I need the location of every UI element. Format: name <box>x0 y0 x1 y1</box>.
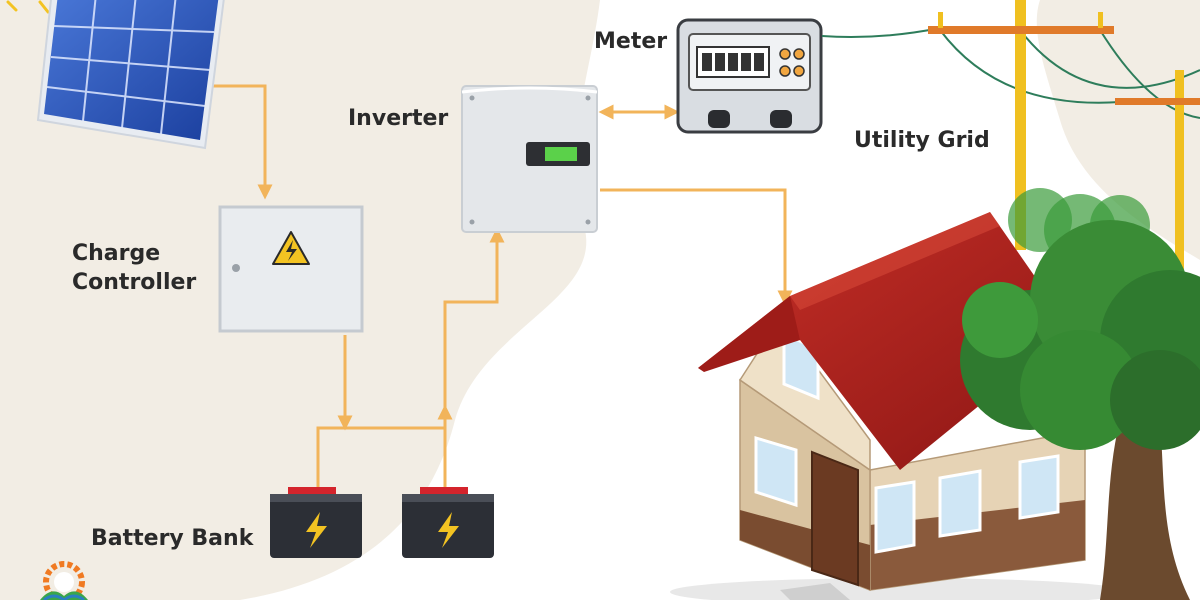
charge-controller-label-line1: Charge <box>72 241 161 266</box>
charge-controller <box>218 205 364 333</box>
utility-pole-2 <box>1175 70 1184 270</box>
utility-crossarm-2 <box>1115 98 1200 105</box>
battery-bank-label: Battery Bank <box>91 526 254 551</box>
utility-pole <box>1015 0 1026 250</box>
inverter-label: Inverter <box>348 106 449 131</box>
meter-label: Meter <box>594 29 668 54</box>
utility-grid-label: Utility Grid <box>854 128 990 153</box>
meter <box>676 18 823 134</box>
battery-1 <box>270 487 362 558</box>
flow-lines <box>205 84 793 490</box>
charge-controller-label-line2: Controller <box>72 270 197 295</box>
solar-panel <box>36 0 225 150</box>
battery-bus-line <box>316 426 447 490</box>
logo <box>40 561 88 600</box>
panel-to-controller-line <box>205 84 273 200</box>
background-blob-right <box>1036 0 1200 260</box>
tree <box>960 188 1200 600</box>
inverter-to-house-line <box>600 188 793 306</box>
battery-2 <box>402 487 494 558</box>
sun-rays <box>6 0 50 14</box>
utility-grid <box>821 0 1200 270</box>
utility-crossarm <box>928 26 1114 34</box>
battery-to-inverter-line <box>443 227 505 428</box>
inverter <box>461 85 598 233</box>
